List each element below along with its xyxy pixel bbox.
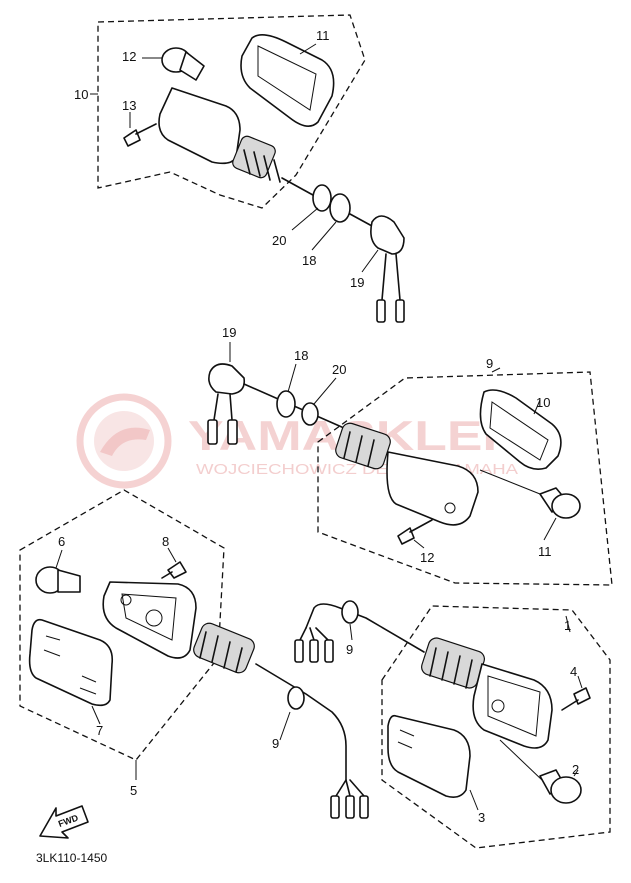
callout-3: 3 xyxy=(478,810,485,825)
lens-15 xyxy=(240,34,335,127)
callout-16: 12 xyxy=(122,49,136,64)
flasher-assembly-10 xyxy=(207,342,613,586)
callout-2: 2 xyxy=(572,762,579,777)
callout-10: 9 xyxy=(486,356,493,371)
housing-1 xyxy=(472,663,553,749)
grommet-18 xyxy=(329,193,351,223)
callout-8: 8 xyxy=(162,534,169,549)
callout-11: 10 xyxy=(536,395,550,410)
washer-20 xyxy=(312,184,332,212)
flasher-assembly-5 xyxy=(19,489,369,819)
flasher-assembly-1 xyxy=(294,600,611,849)
washer-20b xyxy=(301,402,319,426)
diagram-code: 3LK110-1450 xyxy=(36,851,108,865)
callout-19a: 19 xyxy=(350,275,364,290)
connector-19 xyxy=(361,215,405,323)
grommet-18b xyxy=(276,390,296,418)
housing-14 xyxy=(158,87,323,201)
callout-15: 11 xyxy=(316,28,330,43)
callout-4: 4 xyxy=(570,664,577,679)
bulb-2 xyxy=(499,739,582,804)
bulb-6 xyxy=(35,549,81,594)
callout-9a: 9 xyxy=(272,736,279,751)
callout-20a: 20 xyxy=(272,233,286,248)
grommet-9b xyxy=(341,600,359,624)
callout-18a: 18 xyxy=(302,253,316,268)
callout-19b: 19 xyxy=(222,325,236,340)
screw-8 xyxy=(161,547,187,579)
callout-7: 7 xyxy=(96,723,103,738)
lens-11 xyxy=(479,389,562,470)
bulb-12 xyxy=(479,469,581,541)
stem-1 xyxy=(421,637,485,689)
callout-14: 10 xyxy=(74,87,88,102)
screw-13 xyxy=(397,519,433,549)
housing-5 xyxy=(102,581,197,659)
lens-3 xyxy=(387,714,479,811)
watermark-logo-icon xyxy=(76,393,172,489)
callout-18b: 18 xyxy=(294,348,308,363)
callout-13: 12 xyxy=(420,550,434,565)
callout-12: 11 xyxy=(538,544,552,559)
flasher-assembly-14 xyxy=(90,14,405,323)
callout-17: 13 xyxy=(122,98,136,113)
lens-7 xyxy=(28,618,114,725)
callout-20b: 20 xyxy=(332,362,346,377)
callout-9b: 9 xyxy=(346,642,353,657)
bulb-16 xyxy=(142,47,205,81)
fwd-arrow-icon: FWD xyxy=(39,805,89,839)
connector-19b xyxy=(207,342,246,445)
screw-4 xyxy=(561,675,591,711)
callouts: 10 11 12 13 20 18 19 19 18 20 9 10 11 12… xyxy=(58,28,579,825)
grommet-9 xyxy=(287,686,305,710)
callout-6: 6 xyxy=(58,534,65,549)
callout-5: 5 xyxy=(130,783,137,798)
callout-1: 1 xyxy=(564,618,571,633)
screw-17 xyxy=(123,112,157,147)
